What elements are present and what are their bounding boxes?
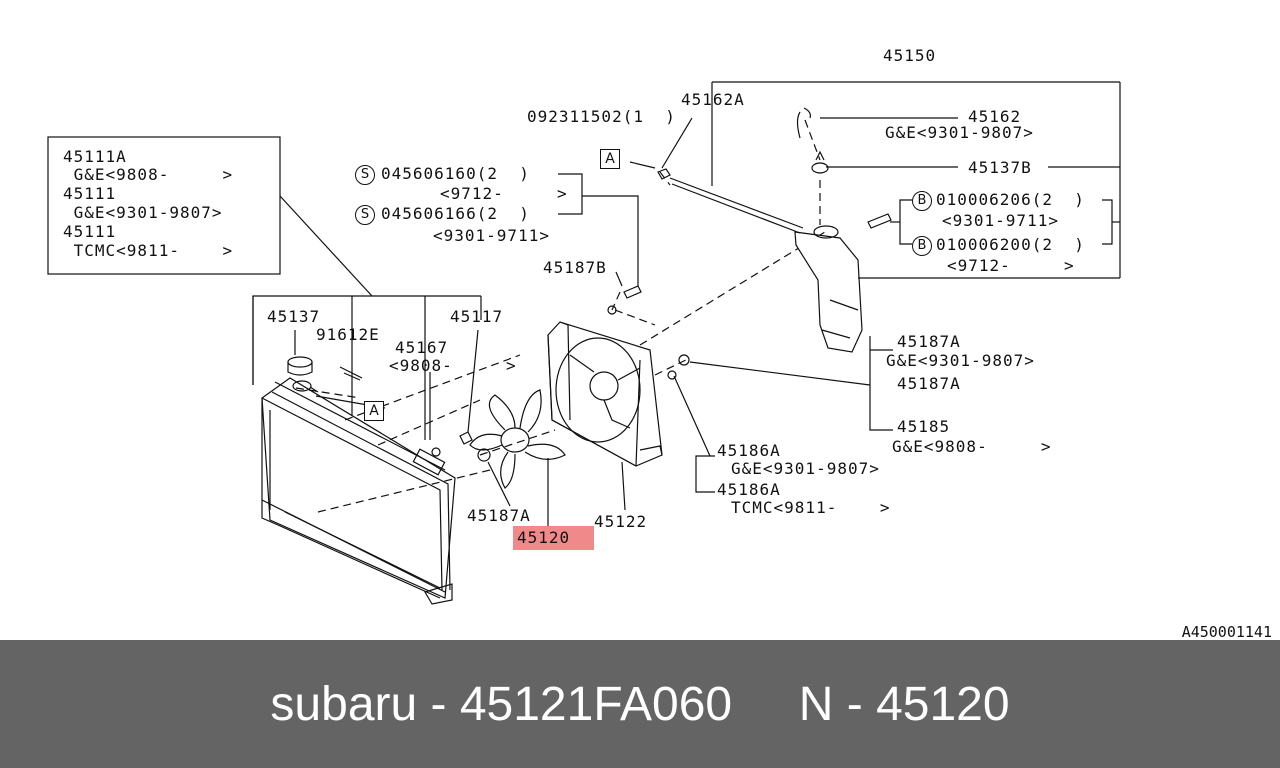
marker-a-radiator: A bbox=[364, 401, 384, 421]
radiator bbox=[261, 356, 473, 605]
highlighted-part: 45120 bbox=[513, 526, 594, 550]
parts-list-box bbox=[47, 136, 281, 275]
box-label-45111-1: 45111 bbox=[63, 184, 117, 203]
label-45186A-1-range: G&E<9301-9807> bbox=[731, 459, 880, 478]
label-45137B: 45137B bbox=[968, 158, 1032, 177]
label-45117: 45117 bbox=[450, 307, 504, 326]
label-45187A-1: 45187A bbox=[897, 332, 961, 351]
label-045606160: 045606160(2 ) bbox=[381, 164, 530, 183]
leader-line bbox=[279, 195, 373, 297]
box-label-45111-2: 45111 bbox=[63, 222, 117, 241]
marker-a-top: A bbox=[600, 149, 620, 169]
footer-bar: subaru - 45121FA060 N - 45120 bbox=[0, 640, 1280, 768]
box-label-45111A: 45111A bbox=[63, 147, 127, 166]
label-45167: 45167 bbox=[395, 338, 449, 357]
label-45185-range: G&E<9808- > bbox=[892, 437, 1052, 456]
box-label-45111A-range: G&E<9808- > bbox=[63, 165, 234, 184]
fan-blade bbox=[469, 389, 566, 489]
box-label-45111-1-range: G&E<9301-9807> bbox=[63, 203, 223, 222]
label-010006200: 010006200(2 ) bbox=[936, 235, 1085, 254]
label-092311502: 092311502(1 ) bbox=[527, 107, 676, 126]
label-010006206: 010006206(2 ) bbox=[936, 190, 1085, 209]
box-label-45111-2-range: TCMC<9811- > bbox=[63, 241, 234, 260]
label-045606166: 045606166(2 ) bbox=[381, 204, 530, 223]
marker-s-1: S bbox=[355, 165, 375, 185]
label-45185: 45185 bbox=[897, 417, 951, 436]
label-91612E: 91612E bbox=[316, 325, 380, 344]
reference-code: A450001141 bbox=[1181, 623, 1272, 641]
label-45162A: 45162A bbox=[681, 90, 745, 109]
label-45187B: 45187B bbox=[543, 258, 607, 277]
diagram-drawing bbox=[47, 81, 1121, 605]
label-45122: 45122 bbox=[594, 512, 648, 531]
label-010006206-range: <9301-9711> bbox=[942, 211, 1059, 230]
label-045606160-range: <9712- > bbox=[440, 184, 568, 203]
label-010006200-range: <9712- > bbox=[947, 256, 1075, 275]
label-45162: 45162 bbox=[968, 107, 1022, 126]
leader-lines bbox=[315, 81, 1121, 528]
label-45120: 45120 bbox=[517, 528, 571, 547]
marker-b-2: B bbox=[912, 236, 932, 256]
marker-b-1: B bbox=[912, 191, 932, 211]
label-45167-range: <9808- > bbox=[389, 356, 517, 375]
label-45186A-2-range: TCMC<9811- > bbox=[731, 498, 891, 517]
label-45162-range: G&E<9301-9807> bbox=[885, 123, 1034, 142]
label-45187A-3: 45187A bbox=[467, 506, 531, 525]
reservoir-tank bbox=[657, 107, 892, 353]
fasteners bbox=[607, 285, 690, 380]
marker-s-2: S bbox=[355, 205, 375, 225]
parts-diagram: 45150 45162A 092311502(1 ) 45162 G&E<930… bbox=[47, 46, 1272, 641]
label-045606166-range: <9301-9711> bbox=[433, 226, 550, 245]
label-45150: 45150 bbox=[883, 46, 937, 65]
label-45186A-1: 45186A bbox=[717, 441, 781, 460]
label-45137: 45137 bbox=[267, 307, 321, 326]
label-45187A-2: 45187A bbox=[897, 374, 961, 393]
fan-shroud bbox=[547, 321, 663, 467]
footer-title: subaru - 45121FA060 N - 45120 bbox=[270, 677, 1010, 731]
label-45186A-2: 45186A bbox=[717, 480, 781, 499]
label-45187A-1-range: G&E<9301-9807> bbox=[886, 351, 1035, 370]
